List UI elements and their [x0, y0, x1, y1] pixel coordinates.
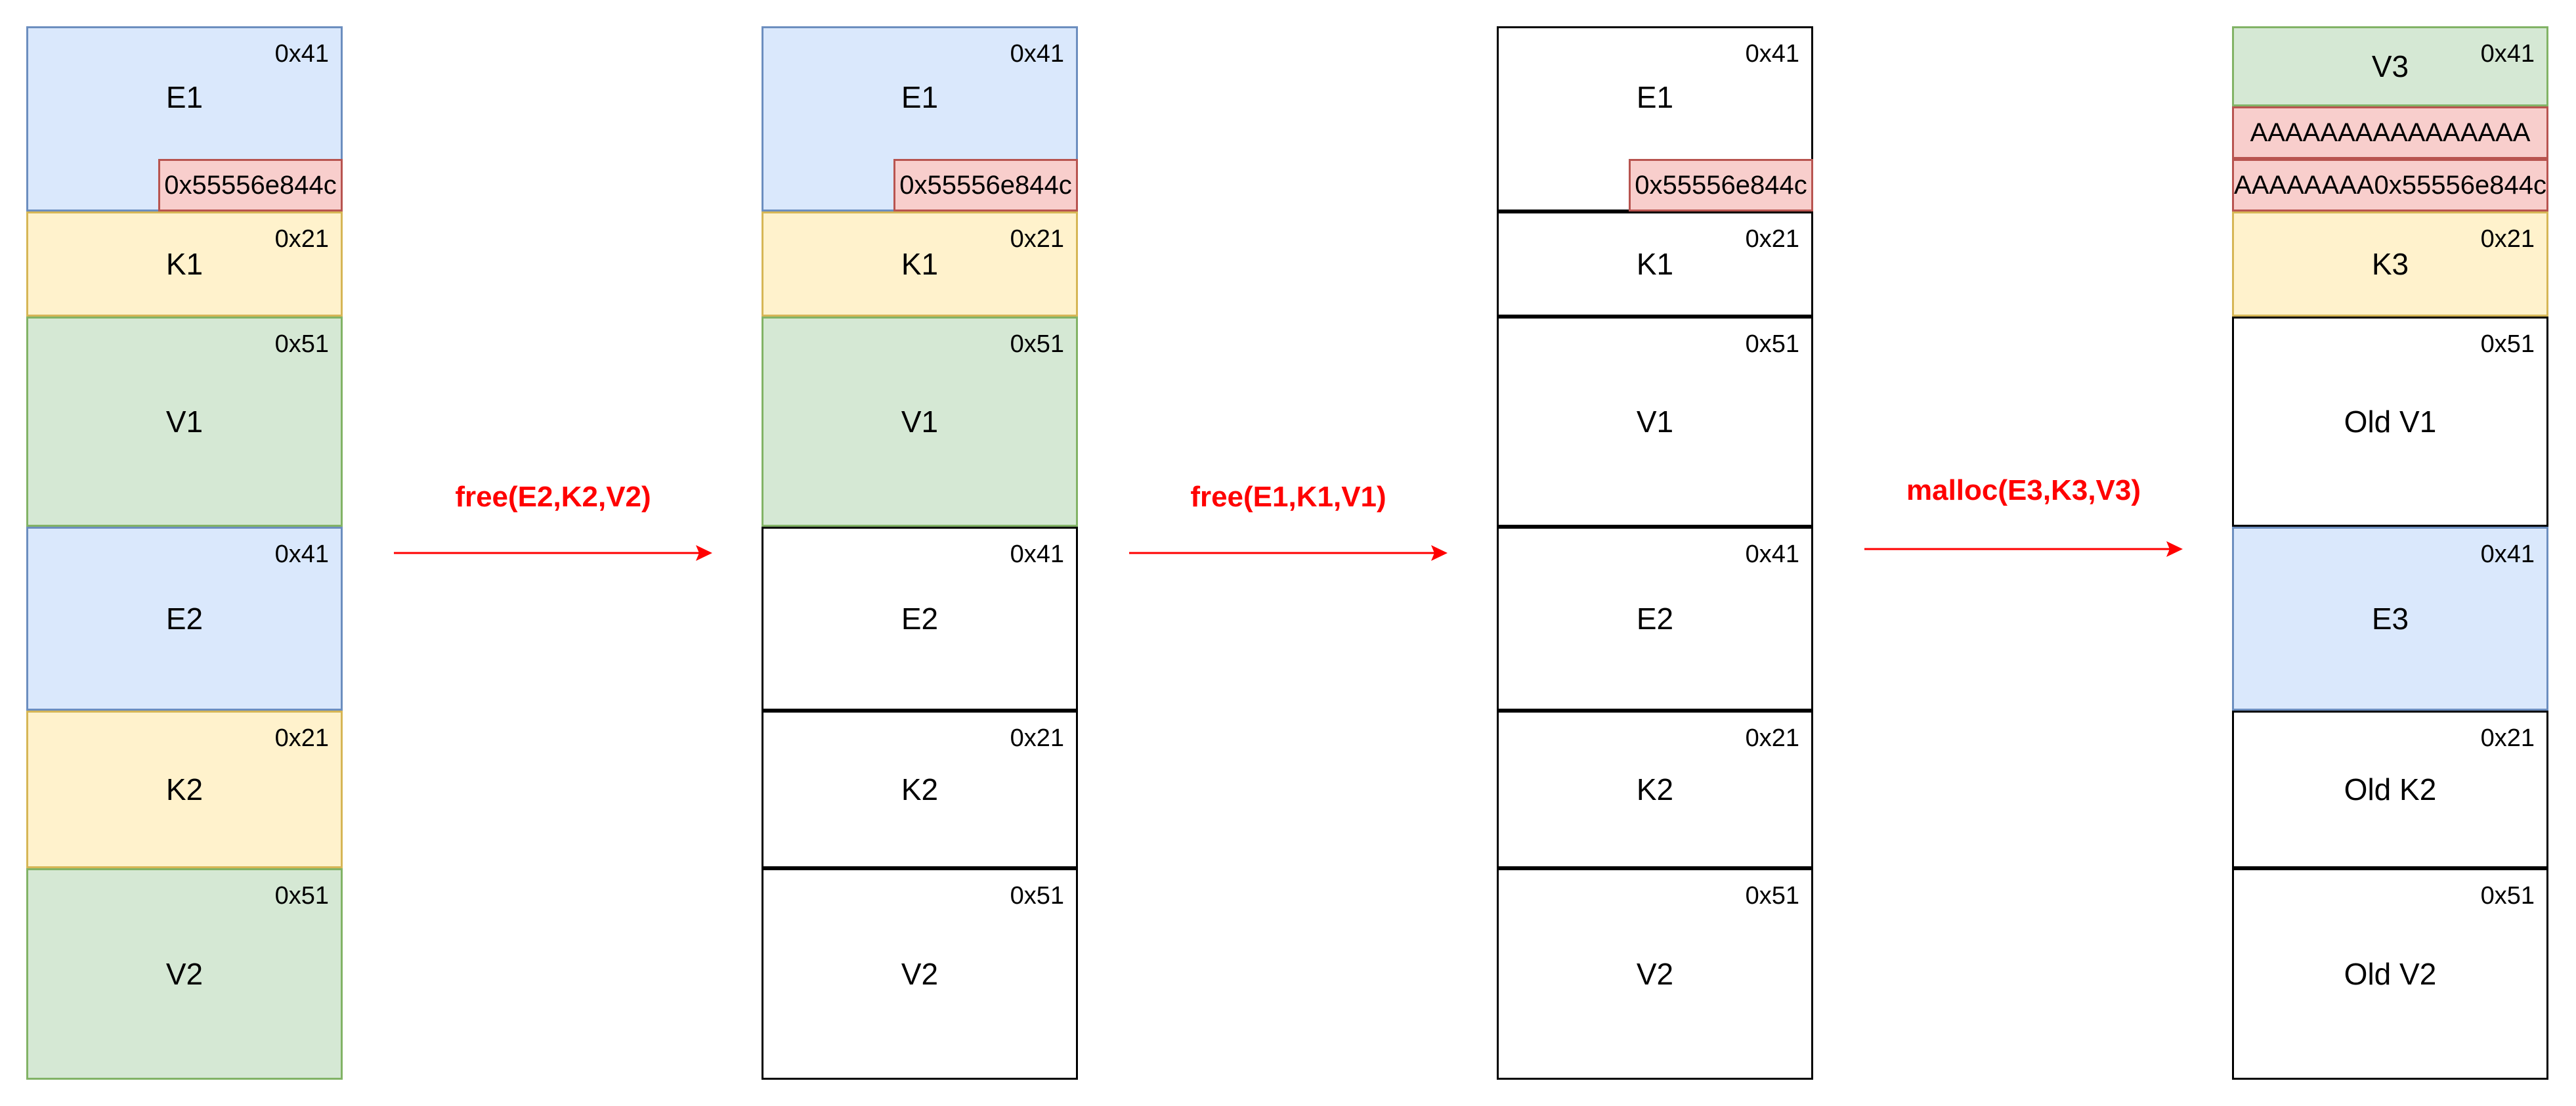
chunk-size-label: 0x21	[1010, 724, 1064, 752]
chunk-label: K3	[2371, 247, 2409, 281]
chunk-e2: 0x41 E2	[26, 527, 343, 711]
chunk-v3: 0x41 V3	[2232, 26, 2548, 106]
chunk-size-label: 0x41	[1745, 541, 1799, 568]
transition-arrow-2: free(E1,K1,V1)	[1129, 481, 1448, 573]
chunk-label: V1	[165, 405, 204, 439]
transition-arrow-1: free(E2,K2,V2)	[394, 481, 712, 573]
chunk-size-label: 0x51	[1745, 330, 1799, 358]
chunk-size-label: 0x41	[1010, 40, 1064, 68]
chunk-v2: 0x51 V2	[26, 868, 343, 1080]
chunk-v1-freed: 0x51 V1	[1497, 317, 1813, 527]
chunk-label: V1	[901, 405, 939, 439]
chunk-label: K1	[165, 247, 204, 281]
e1-pointer-field: 0x55556e844c	[893, 159, 1078, 211]
chunk-label: E2	[901, 602, 939, 636]
chunk-size-label: 0x51	[1745, 882, 1799, 910]
chunk-size-label: 0x41	[274, 541, 329, 568]
arrow-label: free(E2,K2,V2)	[455, 481, 651, 513]
chunk-size-label: 0x41	[1745, 40, 1799, 68]
chunk-size-label: 0x51	[2480, 330, 2535, 358]
e1-pointer-field: 0x55556e844c	[1629, 159, 1813, 211]
chunk-size-label: 0x21	[1010, 225, 1064, 253]
chunk-k1: 0x21 K1	[762, 211, 1078, 317]
chunk-label: E1	[165, 79, 204, 114]
chunk-v1: 0x51 V1	[762, 317, 1078, 527]
arrow-label: malloc(E3,K3,V3)	[1906, 474, 2141, 506]
chunk-label: E1	[901, 79, 939, 114]
chunk-size-label: 0x41	[2480, 541, 2535, 568]
chunk-size-label: 0x51	[1010, 882, 1064, 910]
chunk-label: K1	[901, 247, 939, 281]
chunk-label: E3	[2371, 602, 2409, 636]
chunk-label: K2	[1636, 772, 1674, 807]
chunk-size-label: 0x21	[2480, 225, 2535, 253]
chunk-k1-freed: 0x21 K1	[1497, 211, 1813, 317]
chunk-size-label: 0x41	[2480, 40, 2535, 68]
chunk-size-label: 0x51	[2480, 882, 2535, 910]
chunk-k2: 0x21 K2	[26, 711, 343, 868]
chunk-size-label: 0x51	[1010, 330, 1064, 358]
chunk-label: E1	[1636, 79, 1674, 114]
chunk-size-label: 0x41	[1010, 541, 1064, 568]
chunk-e2-freed: 0x41 E2	[762, 527, 1078, 711]
chunk-old-v2: 0x51 Old V2	[2232, 868, 2548, 1080]
chunk-k1: 0x21 K1	[26, 211, 343, 317]
arrow-right-icon	[394, 545, 712, 561]
e1-pointer-field: 0x55556e844c	[158, 159, 343, 211]
chunk-label: V3	[2371, 49, 2409, 83]
chunk-label: E2	[1636, 602, 1674, 636]
chunk-size-label: 0x41	[274, 40, 329, 68]
chunk-size-label: 0x21	[1745, 225, 1799, 253]
chunk-v2-freed: 0x51 V2	[762, 868, 1078, 1080]
chunk-k2-freed: 0x21 K2	[1497, 711, 1813, 868]
chunk-old-k2: 0x21 Old K2	[2232, 711, 2548, 868]
chunk-e3: 0x41 E3	[2232, 527, 2548, 711]
chunk-size-label: 0x21	[2480, 724, 2535, 752]
chunk-size-label: 0x21	[274, 225, 329, 253]
chunk-label: K2	[901, 772, 939, 807]
chunk-size-label: 0x21	[1745, 724, 1799, 752]
chunk-label: V1	[1636, 405, 1674, 439]
chunk-size-label: 0x21	[274, 724, 329, 752]
chunk-label: V2	[1636, 957, 1674, 991]
chunk-label: V2	[165, 957, 204, 991]
chunk-k3: 0x21 K3	[2232, 211, 2548, 317]
chunk-old-v1: 0x51 Old V1	[2232, 317, 2548, 527]
chunk-label: V2	[901, 957, 939, 991]
chunk-k2-freed: 0x21 K2	[762, 711, 1078, 868]
chunk-label: Old V2	[2344, 957, 2437, 991]
arrow-label: free(E1,K1,V1)	[1190, 481, 1386, 513]
chunk-label: Old K2	[2344, 772, 2437, 807]
chunk-size-label: 0x51	[274, 882, 329, 910]
chunk-v1: 0x51 V1	[26, 317, 343, 527]
chunk-e2-freed: 0x41 E2	[1497, 527, 1813, 711]
chunk-label: Old V1	[2344, 405, 2437, 439]
overflow-data-row-2: AAAAAAAA0x55556e844c	[2232, 159, 2548, 211]
chunk-v2-freed: 0x51 V2	[1497, 868, 1813, 1080]
transition-arrow-3: malloc(E3,K3,V3)	[1864, 474, 2183, 569]
overflow-data-row-1: AAAAAAAAAAAAAAAA	[2232, 106, 2548, 159]
arrow-right-icon	[1864, 541, 2183, 557]
chunk-label: E2	[165, 602, 204, 636]
chunk-label: K1	[1636, 247, 1674, 281]
chunk-label: K2	[165, 772, 204, 807]
chunk-size-label: 0x51	[274, 330, 329, 358]
arrow-right-icon	[1129, 545, 1448, 561]
